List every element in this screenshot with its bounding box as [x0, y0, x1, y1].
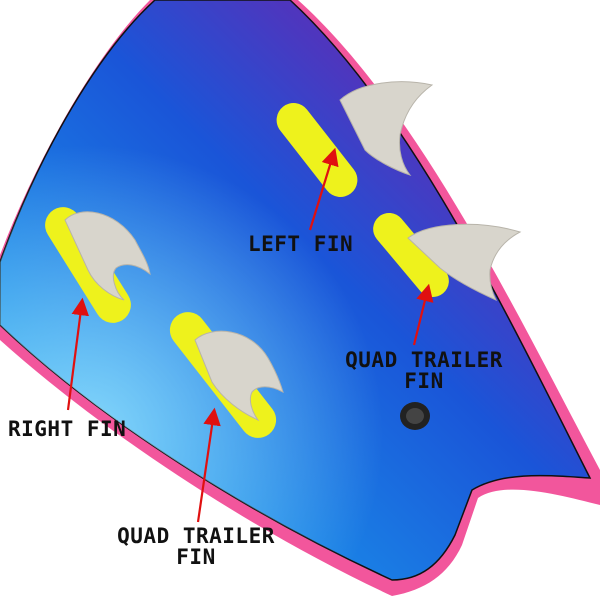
arrow-quad-trailer-left: [196, 407, 221, 523]
leash-plug: [400, 402, 430, 430]
quad-trailer-fin-right: [373, 212, 522, 302]
arrow-left-fin: [308, 147, 339, 231]
right-fin: [45, 207, 151, 323]
label-quad-trailer-right-line2: FIN: [404, 369, 443, 393]
left-fin: [276, 81, 434, 197]
quad-trailer-fin-left: [169, 312, 284, 438]
arrow-quad-trailer-right: [412, 283, 434, 346]
label-quad-trailer-left-line1: QUAD TRAILER: [117, 524, 275, 548]
deck-highlight: [0, 0, 590, 580]
label-left-fin: LEFT FIN: [248, 232, 353, 256]
label-quad-trailer-right-line1: QUAD TRAILER: [345, 348, 503, 372]
label-quad-trailer-left-line2: FIN: [176, 545, 215, 569]
arrow-right-fin: [66, 297, 90, 411]
label-right-fin: RIGHT FIN: [8, 417, 126, 441]
